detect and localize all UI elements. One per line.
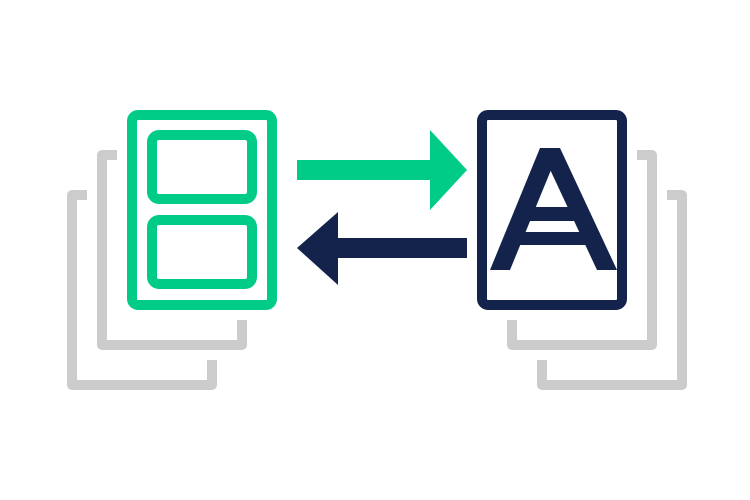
- letter-a-glyph: [490, 148, 617, 270]
- layout-block-top: [147, 130, 257, 204]
- left-page-back-1: [97, 150, 247, 350]
- arrow-right-icon: [297, 130, 467, 210]
- right-page-back-1: [507, 150, 657, 350]
- left-page-back-2: [67, 190, 217, 390]
- left-stacked-pages: [67, 150, 247, 390]
- right-stacked-pages: [507, 150, 687, 390]
- layout-document-icon: [127, 110, 277, 310]
- right-page-back-2: [537, 190, 687, 390]
- letter-a-document-icon: [477, 110, 627, 310]
- layout-block-bottom: [147, 215, 257, 289]
- arrow-left-icon: [297, 212, 467, 285]
